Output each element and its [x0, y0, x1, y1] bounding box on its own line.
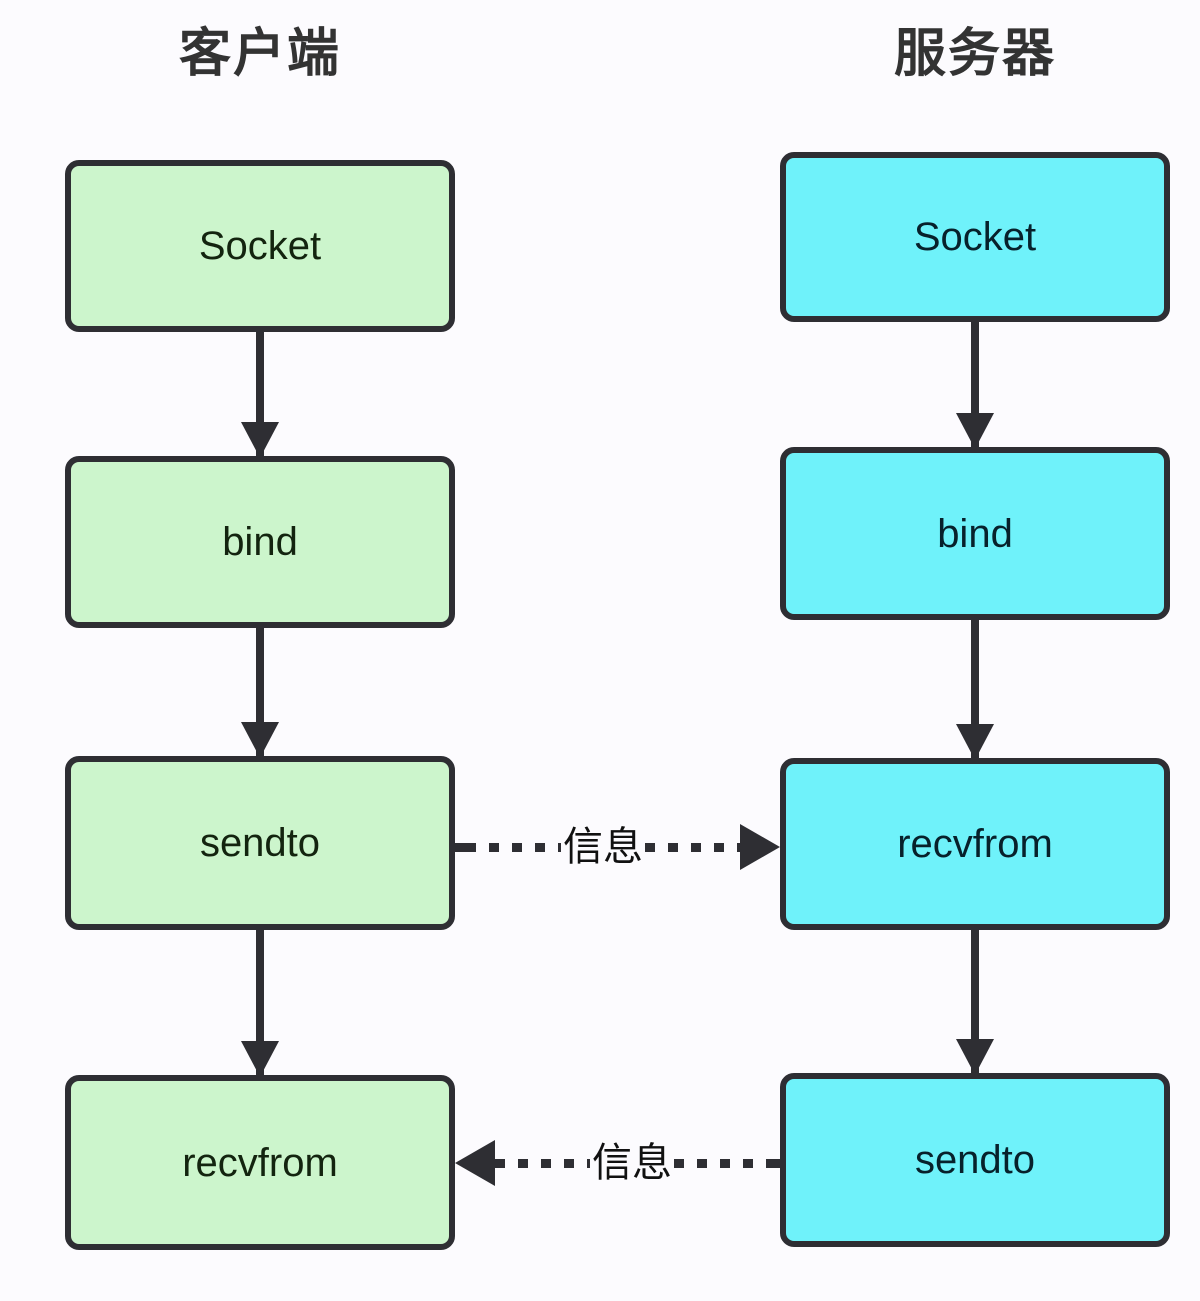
node-server-sendto: sendto — [780, 1073, 1170, 1247]
node-client-sendto: sendto — [65, 756, 455, 930]
dotted-line-segment — [674, 1158, 769, 1168]
link-tail-nub — [769, 1158, 780, 1168]
node-client-socket: Socket — [65, 160, 455, 332]
link-tail-nub — [455, 842, 466, 852]
arrow-client-socket-to-bind — [256, 332, 264, 456]
message-label-response: 信息 — [592, 1141, 672, 1185]
arrowhead-left-icon — [455, 1140, 495, 1186]
node-server-socket: Socket — [780, 152, 1170, 322]
node-client-bind: bind — [65, 456, 455, 628]
message-label-request: 信息 — [563, 825, 643, 869]
arrow-server-recvfrom-to-sendto — [971, 930, 979, 1073]
dotted-line-segment — [495, 1158, 590, 1168]
arrow-client-sendto-to-recvfrom — [256, 930, 264, 1075]
message-link-server-to-client: 信息 — [455, 1103, 780, 1223]
arrow-server-socket-to-bind — [971, 322, 979, 447]
arrow-server-bind-to-recvfrom — [971, 620, 979, 758]
node-client-recvfrom: recvfrom — [65, 1075, 455, 1250]
arrowhead-right-icon — [740, 824, 780, 870]
node-server-recvfrom: recvfrom — [780, 758, 1170, 930]
column-title-server: 服务器 — [893, 25, 1056, 83]
node-server-bind: bind — [780, 447, 1170, 620]
arrow-client-bind-to-sendto — [256, 628, 264, 756]
dotted-line-segment — [645, 842, 740, 852]
column-title-client: 客户端 — [178, 25, 341, 83]
dotted-line-segment — [466, 842, 561, 852]
message-link-client-to-server: 信息 — [455, 787, 780, 907]
